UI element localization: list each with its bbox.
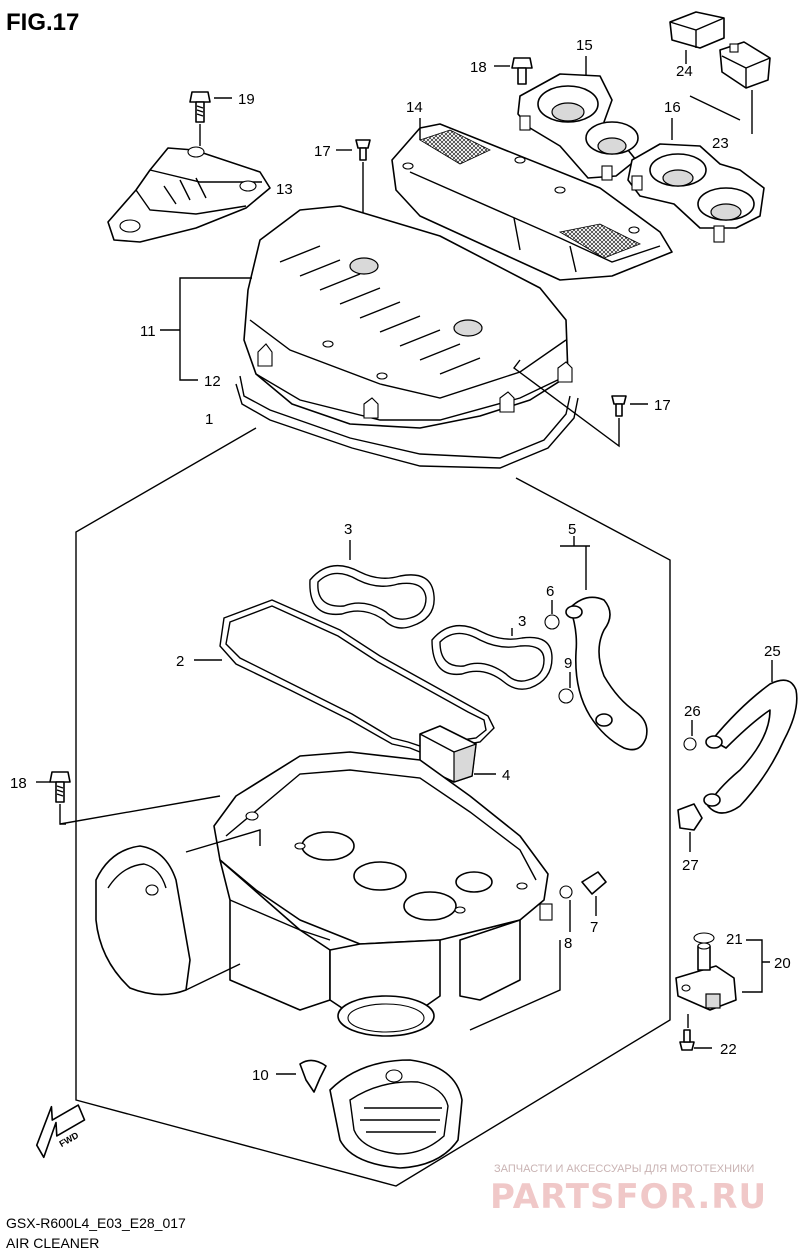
part-9-clip — [558, 672, 574, 704]
fwd-arrow-icon: FWD — [35, 1104, 86, 1159]
part-11-cap — [243, 205, 573, 429]
callout-3b: 3 — [518, 613, 526, 630]
watermark: ЗАПЧАСТИ И АКСЕССУАРЫ ДЛЯ МОТОТЕХНИКИ PA… — [490, 1163, 767, 1217]
lower-intake-duct — [329, 1059, 463, 1169]
callout-27: 27 — [682, 857, 699, 874]
part-8-clip — [559, 885, 573, 932]
part-3-seal-lower — [431, 624, 553, 690]
callout-9: 9 — [564, 655, 572, 672]
callout-20: 20 — [774, 955, 791, 972]
part-15-holder — [517, 56, 639, 181]
part-21-oring — [693, 932, 715, 944]
callout-17a: 17 — [314, 143, 331, 160]
part-10-clip — [276, 1059, 327, 1093]
callout-11: 11 — [140, 323, 156, 340]
figure-title: FIG.17 — [6, 9, 79, 36]
callout-17b: 17 — [654, 397, 671, 414]
callout-18a: 18 — [470, 59, 487, 76]
callout-labels: 1 2 3 3 4 5 6 7 8 9 10 11 12 13 14 15 16… — [10, 37, 791, 1084]
part-3-seal-upper — [309, 540, 435, 629]
part-2-gasket — [194, 599, 495, 753]
callout-4: 4 — [502, 767, 510, 784]
part-23-connector — [689, 41, 771, 134]
callout-6: 6 — [546, 583, 554, 600]
callout-7: 7 — [590, 919, 598, 936]
callout-14: 14 — [406, 99, 423, 116]
part-13-bracket — [107, 146, 271, 243]
callout-5: 5 — [568, 521, 576, 538]
part-25-hose — [703, 660, 798, 814]
callout-22: 22 — [720, 1041, 737, 1058]
callout-3a: 3 — [344, 521, 352, 538]
callout-26: 26 — [684, 703, 701, 720]
callout-21: 21 — [726, 931, 743, 948]
callout-25: 25 — [764, 643, 781, 660]
callout-1: 1 — [205, 411, 213, 428]
footer: GSX-R600L4_E03_E28_017 AIR CLEANER — [6, 1215, 186, 1251]
part-26-clip — [683, 720, 697, 751]
callout-16: 16 — [664, 99, 681, 116]
callout-24: 24 — [676, 63, 693, 80]
watermark-tagline: ЗАПЧАСТИ И АКСЕССУАРЫ ДЛЯ МОТОТЕХНИКИ — [494, 1163, 754, 1175]
figure-name: AIR CLEANER — [6, 1235, 99, 1251]
callout-19: 19 — [238, 91, 255, 108]
watermark-brand: PARTSFOR.RU — [490, 1177, 767, 1217]
callout-10: 10 — [252, 1067, 269, 1084]
figure-code: GSX-R600L4_E03_E28_017 — [6, 1215, 186, 1231]
intake-funnel-left — [95, 829, 261, 996]
callout-bracket-11-12 — [160, 277, 252, 381]
callout-12: 12 — [204, 373, 221, 390]
callout-13: 13 — [276, 181, 293, 198]
air-cleaner-housing — [59, 751, 561, 1037]
part-20-sensor — [675, 939, 770, 1011]
part-6-clip — [544, 600, 560, 630]
part-17-screw-right — [513, 359, 648, 448]
callout-18b: 18 — [10, 775, 27, 792]
part-27-clip — [677, 803, 703, 852]
part-5-hose — [560, 536, 648, 751]
assembly-frame — [75, 427, 671, 1187]
part-22-screw — [679, 1014, 712, 1051]
part-24-connector — [669, 11, 725, 64]
callout-2: 2 — [176, 653, 184, 670]
callout-23: 23 — [712, 135, 729, 152]
part-19-bolt — [189, 91, 232, 146]
callout-15: 15 — [576, 37, 593, 54]
part-14-cover — [391, 118, 673, 281]
part-12-gasket — [235, 375, 579, 469]
part-18-bolt-lower — [36, 771, 71, 825]
part-7-plug — [581, 871, 607, 916]
part-16-holder — [627, 118, 765, 243]
callout-8: 8 — [564, 935, 572, 952]
part-18-bolt-upper — [494, 57, 533, 85]
